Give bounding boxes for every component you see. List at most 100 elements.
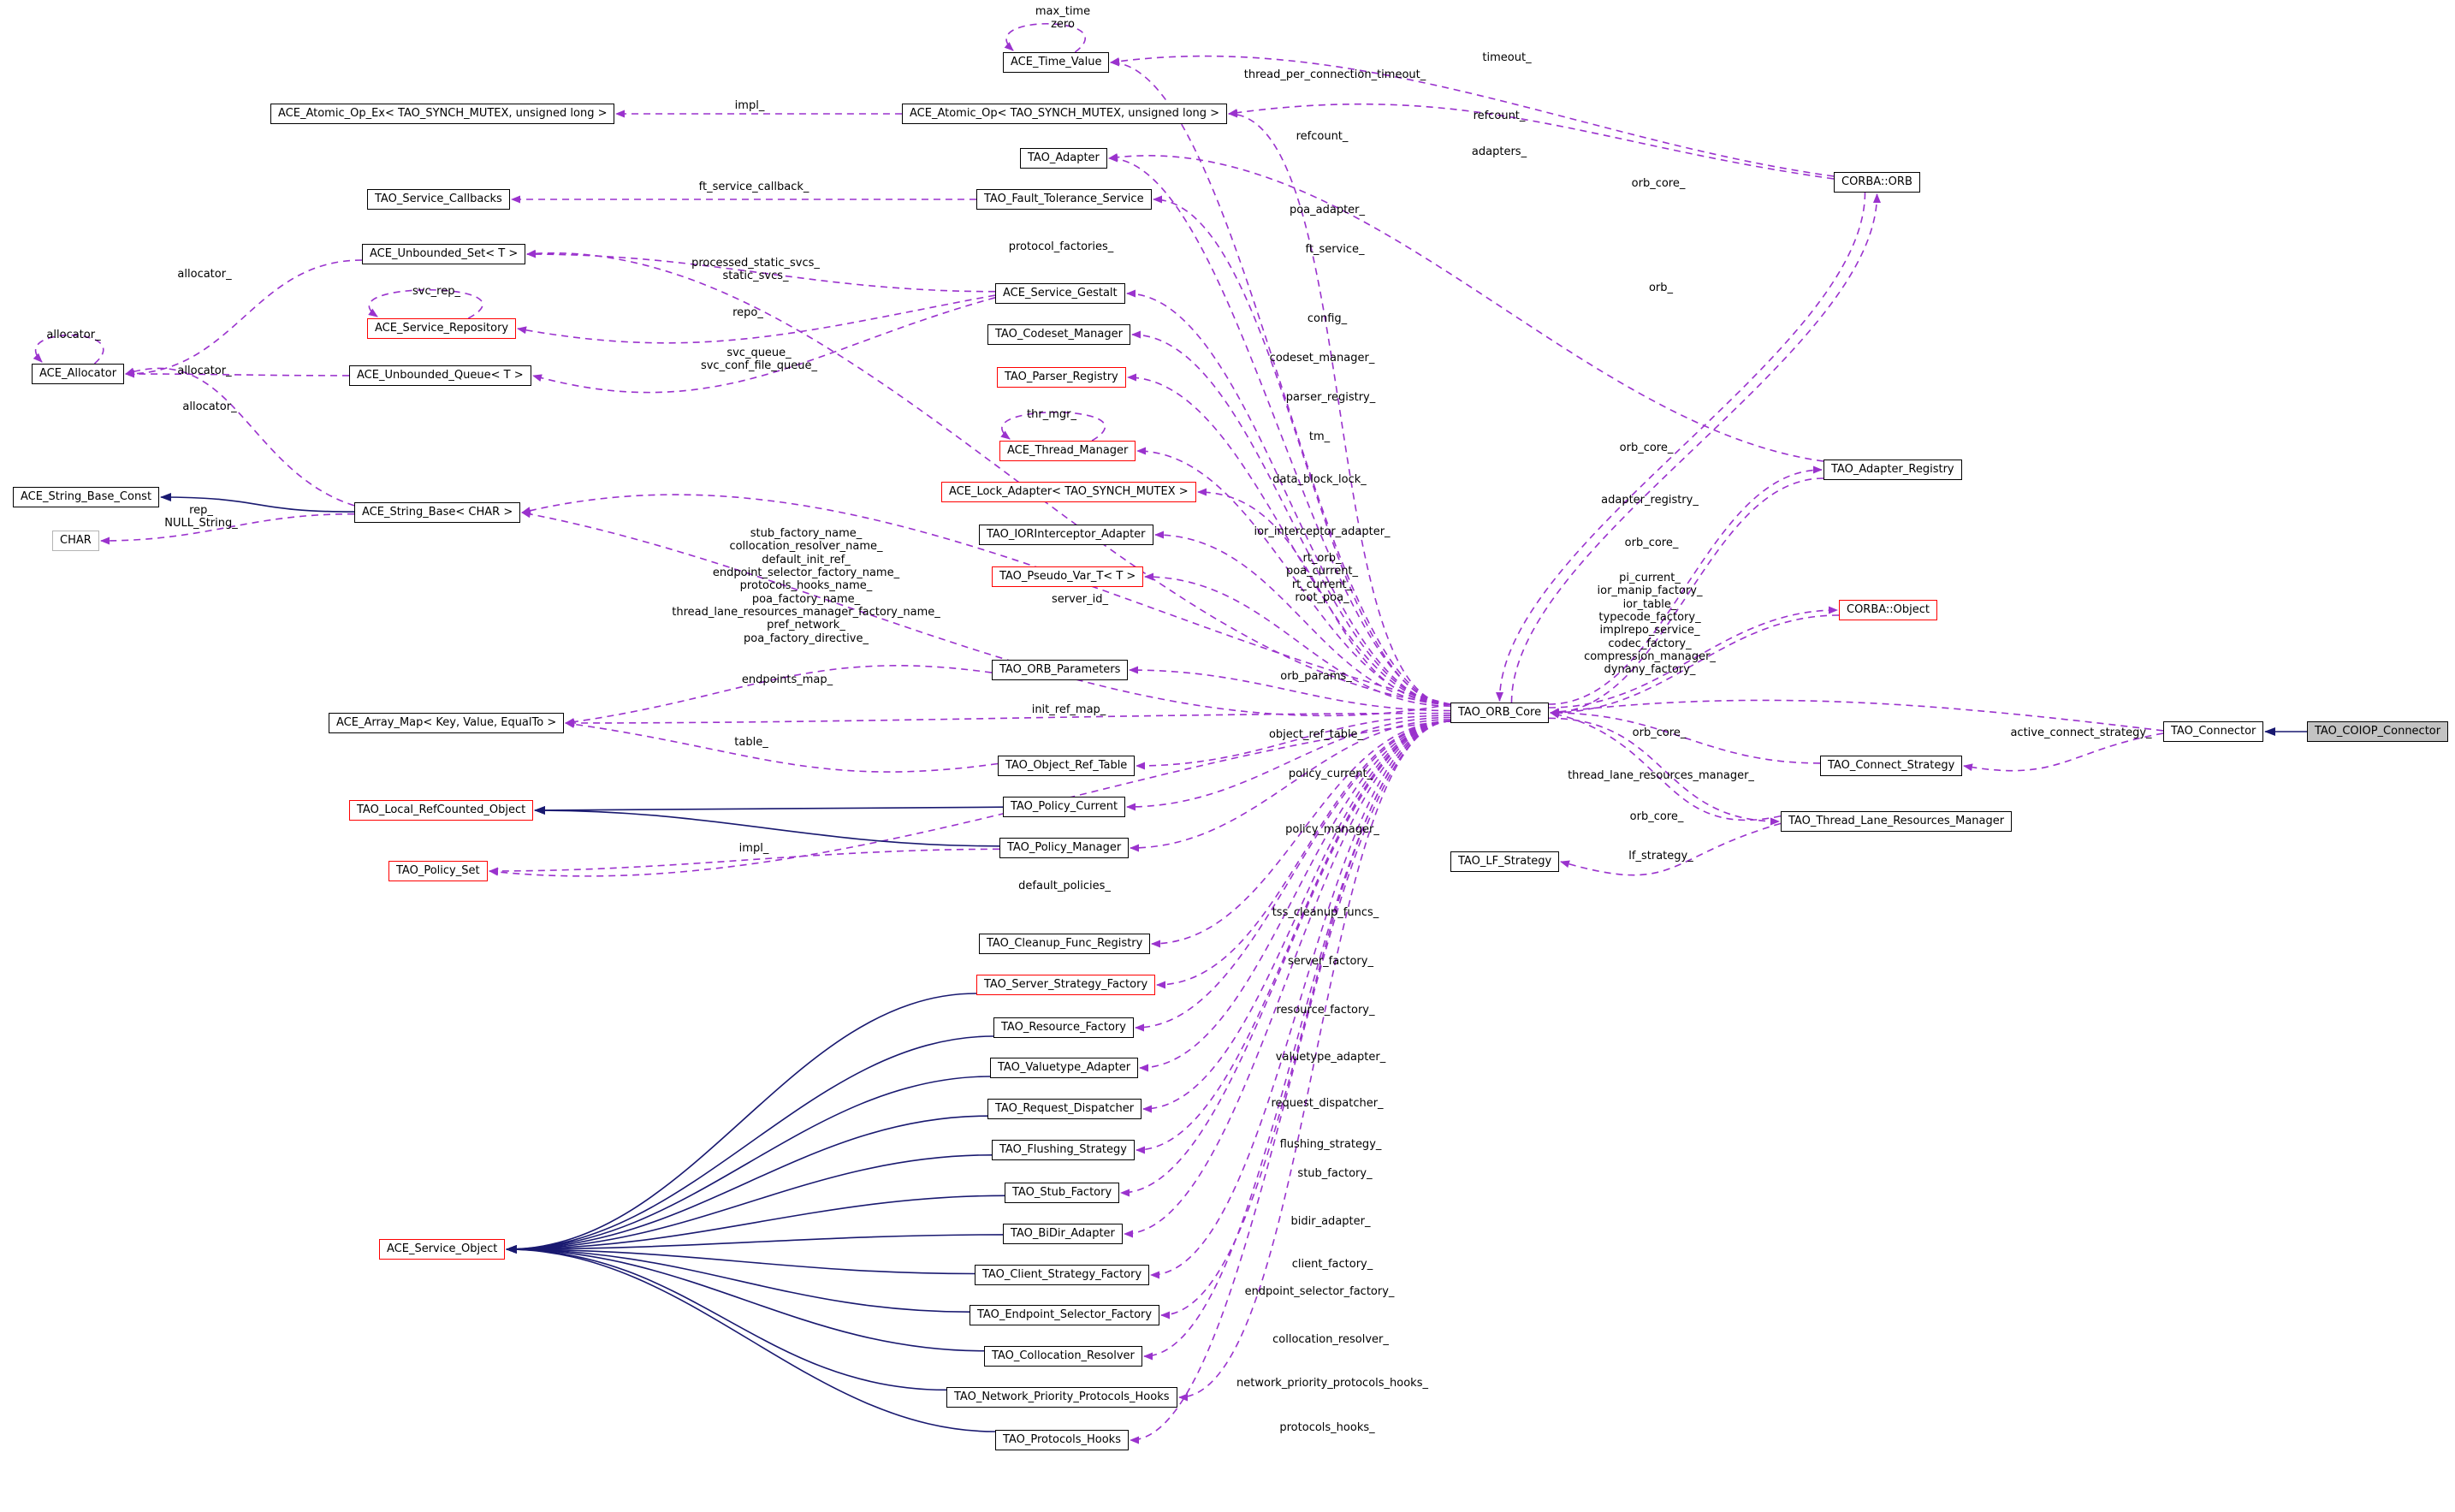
class-box-tao_orb_parameters[interactable]: TAO_ORB_Parameters (992, 660, 1129, 681)
edge-corba_orb-to-tao_orb_core (1496, 192, 1866, 702)
class-box-ace_service_repository[interactable]: ACE_Service_Repository (367, 318, 517, 340)
edge-tao_orb_core-to-tao_server_strategy_factory (1156, 720, 1451, 989)
class-box-ace_array_map[interactable]: ACE_Array_Map< Key, Value, EqualTo > (329, 713, 565, 734)
class-box-ace_allocator[interactable]: ACE_Allocator (32, 364, 125, 385)
edge-ace_string_base-to-ace_string_base_const (160, 493, 355, 513)
edge-tao_orb_core-to-tao_thread_lane_resources_manager (1548, 717, 1780, 826)
class-box-tao_parser_registry[interactable]: TAO_Parser_Registry (997, 367, 1126, 388)
edge-tao_flushing_strategy-to-ace_service_object (506, 1154, 993, 1254)
edge-corba_orb-to-ace_atomic_op (1228, 103, 1835, 180)
edge-label: allocator_ (182, 400, 237, 413)
edge-tao_connect_strategy-to-tao_orb_core (1550, 709, 1821, 764)
edge-tao_collocation_resolver-to-ace_service_object (506, 1245, 985, 1352)
edge-label: protocol_factories_ (1008, 240, 1114, 253)
edge-label: rep_ NULL_String_ (164, 504, 238, 531)
class-box-ace_atomic_op[interactable]: ACE_Atomic_Op< TAO_SYNCH_MUTEX, unsigned… (902, 104, 1228, 125)
edge-tao_bidir_adapter-to-ace_service_object (506, 1234, 1004, 1254)
class-box-tao_cleanup_func_registry[interactable]: TAO_Cleanup_Func_Registry (979, 934, 1151, 955)
class-box-ace_time_value[interactable]: ACE_Time_Value (1003, 52, 1110, 74)
edge-label: lf_strategy_ (1628, 850, 1693, 863)
edge-tao_object_ref_table-to-ace_array_map (565, 720, 999, 773)
class-box-tao_adapter[interactable]: TAO_Adapter (1020, 148, 1107, 169)
class-box-ace_thread_manager[interactable]: ACE_Thread_Manager (999, 441, 1136, 462)
edge-label: processed_static_svcs_ static_svcs_ (691, 257, 820, 283)
edge-tao_orb_core-to-tao_adapter (1108, 154, 1451, 705)
class-box-tao_network_priority_protocols_hooks[interactable]: TAO_Network_Priority_Protocols_Hooks (946, 1387, 1177, 1408)
edge-tao_orb_core-to-tao_object_ref_table (1136, 714, 1451, 770)
class-box-tao_flushing_strategy[interactable]: TAO_Flushing_Strategy (992, 1140, 1135, 1161)
edge-label: thr_mgr_ (1027, 408, 1076, 421)
edge-label: table_ (734, 736, 768, 749)
class-box-tao_client_strategy_factory[interactable]: TAO_Client_Strategy_Factory (975, 1265, 1150, 1286)
class-box-tao_object_ref_table[interactable]: TAO_Object_Ref_Table (998, 756, 1136, 777)
edge-label: orb_core_ (1619, 442, 1674, 454)
edge-tao_resource_factory-to-ace_service_object (506, 1035, 994, 1254)
edge-label: refcount_ (1296, 130, 1349, 143)
class-box-tao_fault_tolerance_service[interactable]: TAO_Fault_Tolerance_Service (976, 189, 1152, 210)
class-box-tao_codeset_manager[interactable]: TAO_Codeset_Manager (987, 324, 1130, 346)
edge-label: server_factory_ (1288, 955, 1373, 968)
edge-label: timeout_ (1482, 51, 1532, 64)
class-box-tao_policy_manager[interactable]: TAO_Policy_Manager (999, 838, 1130, 859)
class-box-tao_endpoint_selector_factory[interactable]: TAO_Endpoint_Selector_Factory (970, 1305, 1160, 1326)
class-box-tao_policy_set[interactable]: TAO_Policy_Set (388, 861, 488, 882)
class-box-ace_unbounded_set[interactable]: ACE_Unbounded_Set< T > (362, 244, 526, 265)
class-box-tao_request_dispatcher[interactable]: TAO_Request_Dispatcher (987, 1099, 1142, 1120)
class-box-char_node[interactable]: CHAR (52, 531, 99, 552)
edge-label: orb_ (1648, 282, 1674, 294)
edge-label: svc_queue_ svc_conf_file_queue_ (700, 347, 818, 373)
class-box-ace_string_base_const[interactable]: ACE_String_Base_Const (13, 487, 160, 508)
class-box-tao_lf_strategy[interactable]: TAO_LF_Strategy (1450, 851, 1560, 873)
edge-tao_thread_lane_resources_manager-to-tao_orb_core (1550, 710, 1782, 821)
edge-tao_orb_core-to-ace_atomic_op (1228, 110, 1451, 705)
edge-tao_orb_core-to-tao_policy_manager (1130, 719, 1451, 852)
class-box-ace_lock_adapter[interactable]: ACE_Lock_Adapter< TAO_SYNCH_MUTEX > (941, 482, 1196, 503)
class-box-tao_iorinterceptor_adapter[interactable]: TAO_IORInterceptor_Adapter (979, 525, 1153, 546)
class-box-tao_bidir_adapter[interactable]: TAO_BiDir_Adapter (1003, 1224, 1123, 1245)
edge-label: orb_core_ (1632, 726, 1687, 739)
class-box-ace_atomic_op_ex[interactable]: ACE_Atomic_Op_Ex< TAO_SYNCH_MUTEX, unsig… (270, 104, 615, 125)
class-box-ace_service_gestalt[interactable]: ACE_Service_Gestalt (995, 283, 1125, 305)
class-box-tao_adapter_registry[interactable]: TAO_Adapter_Registry (1823, 460, 1962, 481)
class-box-tao_resource_factory[interactable]: TAO_Resource_Factory (993, 1017, 1134, 1039)
edge-tao_orb_core-to-tao_cleanup_func_registry (1151, 720, 1451, 948)
class-box-tao_policy_current[interactable]: TAO_Policy_Current (1003, 797, 1126, 818)
edge-tao_orb_core-to-tao_iorinterceptor_adapter (1154, 531, 1451, 705)
edge-label: object_ref_table_ (1268, 728, 1364, 741)
class-box-tao_stub_factory[interactable]: TAO_Stub_Factory (1005, 1183, 1120, 1204)
edge-label: codeset_manager_ (1269, 352, 1375, 365)
edge-label: client_factory_ (1291, 1258, 1373, 1271)
class-box-tao_connect_strategy[interactable]: TAO_Connect_Strategy (1820, 756, 1963, 777)
edge-label: resource_factory_ (1276, 1004, 1375, 1017)
class-box-corba_object[interactable]: CORBA::Object (1839, 600, 1938, 621)
class-box-tao_service_callbacks[interactable]: TAO_Service_Callbacks (367, 189, 510, 210)
edge-tao_orb_core-to-tao_adapter_registry (1548, 465, 1823, 705)
class-box-ace_service_object[interactable]: ACE_Service_Object (379, 1239, 506, 1260)
edge-tao_client_strategy_factory-to-ace_service_object (506, 1245, 975, 1275)
class-box-tao_collocation_resolver[interactable]: TAO_Collocation_Resolver (984, 1346, 1142, 1367)
class-box-tao_orb_core[interactable]: TAO_ORB_Core (1450, 703, 1550, 724)
edge-tao_protocols_hooks-to-ace_service_object (506, 1245, 996, 1432)
class-box-tao_pseudo_var_t[interactable]: TAO_Pseudo_Var_T< T > (992, 566, 1144, 588)
class-box-tao_local_refcounted_object[interactable]: TAO_Local_RefCounted_Object (349, 800, 534, 821)
edge-label: thread_lane_resources_manager_ (1568, 769, 1754, 782)
edge-label: request_dispatcher_ (1271, 1097, 1384, 1110)
class-box-ace_string_base[interactable]: ACE_String_Base< CHAR > (354, 502, 521, 524)
class-box-tao_connector[interactable]: TAO_Connector (2163, 721, 2264, 743)
class-box-tao_valuetype_adapter[interactable]: TAO_Valuetype_Adapter (990, 1058, 1139, 1079)
edge-label: config_ (1307, 312, 1348, 325)
edge-tao_orb_core-to-tao_stub_factory (1120, 720, 1451, 1197)
edge-label: bidir_adapter_ (1290, 1215, 1371, 1228)
edge-label: adapter_registry_ (1601, 494, 1699, 507)
edge-label: max_time zero (1035, 5, 1091, 32)
edge-label: thread_per_connection_timeout_ (1243, 68, 1426, 81)
edge-ace_service_gestalt-to-ace_unbounded_queue (532, 297, 996, 394)
class-box-ace_unbounded_queue[interactable]: ACE_Unbounded_Queue< T > (349, 365, 531, 387)
class-box-corba_orb[interactable]: CORBA::ORB (1834, 172, 1920, 193)
class-box-tao_thread_lane_resources_manager[interactable]: TAO_Thread_Lane_Resources_Manager (1781, 811, 2013, 833)
edge-tao_endpoint_selector_factory-to-ace_service_object (506, 1245, 970, 1313)
edge-tao_orb_core-to-ace_string_base (521, 494, 1451, 705)
class-box-tao_protocols_hooks[interactable]: TAO_Protocols_Hooks (995, 1430, 1129, 1451)
class-box-tao_server_strategy_factory[interactable]: TAO_Server_Strategy_Factory (976, 975, 1156, 996)
edge-label: allocator_ (177, 365, 232, 377)
